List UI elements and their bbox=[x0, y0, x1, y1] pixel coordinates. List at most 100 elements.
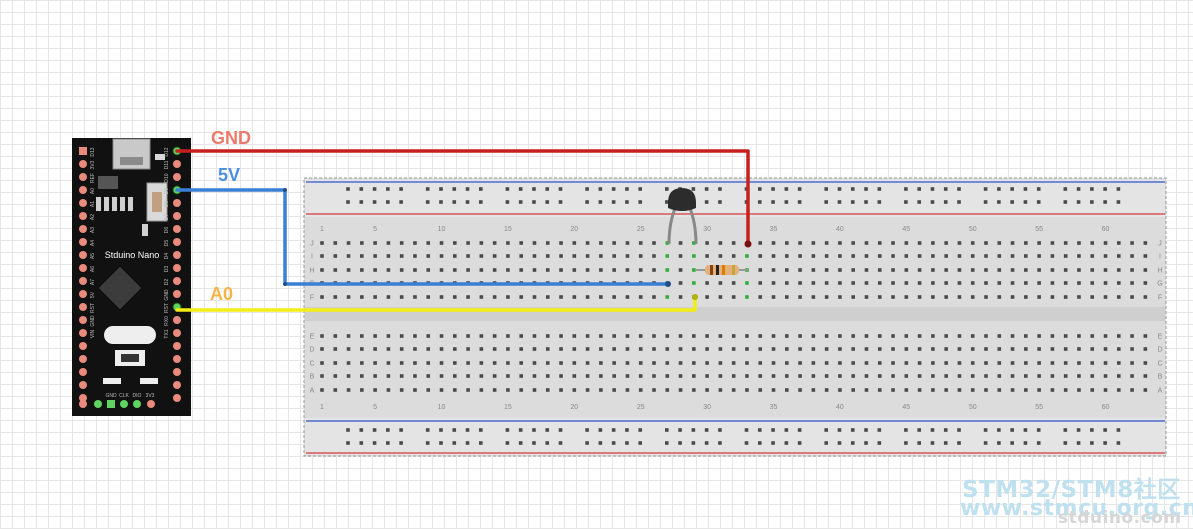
breadboard-hole bbox=[545, 347, 550, 351]
breadboard-hole bbox=[1050, 334, 1055, 338]
rail-hole bbox=[505, 441, 510, 445]
rail-hole bbox=[850, 187, 855, 191]
breadboard-hole bbox=[1024, 241, 1028, 245]
breadboard-hole bbox=[957, 361, 962, 365]
breadboard-hole bbox=[492, 254, 497, 258]
board-pin bbox=[173, 251, 181, 259]
rail-hole bbox=[452, 200, 457, 204]
column-number: 10 bbox=[438, 226, 446, 233]
row-letter: H bbox=[309, 268, 314, 275]
watermark-line2: www.stmcu.org.cn bbox=[960, 496, 1193, 521]
breadboard-hole bbox=[439, 268, 444, 272]
pin-label: D6 bbox=[164, 227, 170, 234]
breadboard-hole bbox=[453, 388, 457, 392]
breadboard-hole bbox=[1010, 374, 1015, 378]
breadboard-hole bbox=[1024, 281, 1028, 285]
pin-label: D2 bbox=[164, 279, 170, 286]
rail-hole bbox=[638, 200, 643, 204]
breadboard-hole bbox=[758, 388, 763, 392]
breadboard-hole bbox=[439, 334, 444, 338]
breadboard-hole bbox=[944, 281, 948, 285]
thermistor-body bbox=[668, 188, 696, 211]
breadboard-hole bbox=[851, 241, 855, 245]
breadboard-hole bbox=[718, 347, 723, 351]
wire-label-gnd: GND bbox=[211, 128, 251, 148]
rail-hole bbox=[757, 200, 762, 204]
breadboard-hole bbox=[731, 281, 736, 285]
breadboard-hole bbox=[944, 295, 948, 299]
breadboard-hole bbox=[479, 268, 484, 272]
breadboard-hole bbox=[1037, 254, 1041, 258]
breadboard-hole bbox=[1077, 374, 1081, 378]
breadboard-hole bbox=[1130, 281, 1134, 285]
breadboard-hole bbox=[585, 268, 590, 272]
rail-hole bbox=[532, 428, 536, 432]
rail-hole bbox=[399, 200, 403, 204]
smd-3 bbox=[112, 197, 117, 211]
breadboard-hole bbox=[333, 347, 338, 351]
breadboard-hole bbox=[320, 254, 324, 258]
reset-button-cap bbox=[152, 192, 162, 212]
breadboard-hole bbox=[479, 388, 484, 392]
breadboard-hole bbox=[466, 388, 470, 392]
breadboard-hole bbox=[957, 295, 962, 299]
breadboard-hole bbox=[665, 334, 670, 338]
breadboard-hole bbox=[320, 295, 324, 299]
breadboard-hole bbox=[798, 268, 802, 272]
breadboard-hole bbox=[824, 388, 829, 392]
breadboard-hole bbox=[957, 388, 962, 392]
breadboard-hole bbox=[745, 374, 749, 378]
breadboard-hole bbox=[891, 254, 895, 258]
breadboard-hole bbox=[678, 268, 683, 272]
breadboard-hole bbox=[638, 254, 643, 258]
resistor bbox=[696, 265, 748, 275]
breadboard-hole bbox=[532, 361, 537, 365]
breadboard-hole bbox=[1130, 295, 1134, 299]
breadboard-hole bbox=[572, 374, 577, 378]
rail-hole bbox=[425, 428, 430, 432]
breadboard-hole bbox=[625, 241, 630, 245]
breadboard-hole bbox=[506, 268, 510, 272]
rail-hole bbox=[678, 428, 682, 432]
breadboard-hole bbox=[785, 334, 789, 338]
breadboard-hole bbox=[1050, 295, 1055, 299]
pin-label: RST bbox=[164, 303, 170, 313]
breadboard-hole bbox=[492, 334, 497, 338]
breadboard-hole bbox=[1117, 268, 1121, 272]
rail-hole bbox=[917, 441, 921, 445]
breadboard-hole bbox=[692, 241, 696, 245]
breadboard-hole bbox=[1077, 254, 1081, 258]
breadboard-hole bbox=[718, 295, 723, 299]
breadboard-hole bbox=[798, 361, 802, 365]
breadboard-hole bbox=[758, 295, 763, 299]
resistor-band-4 bbox=[732, 265, 735, 275]
breadboard-hole bbox=[386, 361, 391, 365]
breadboard-hole bbox=[851, 268, 855, 272]
breadboard-hole bbox=[864, 268, 869, 272]
pin-label: GND bbox=[105, 393, 117, 399]
breadboard-hole bbox=[838, 254, 842, 258]
breadboard-hole bbox=[652, 374, 656, 378]
breadboard-hole bbox=[718, 334, 723, 338]
rail-hole bbox=[718, 200, 722, 204]
breadboard-hole bbox=[585, 334, 590, 338]
breadboard-hole bbox=[346, 374, 351, 378]
breadboard-hole bbox=[678, 361, 683, 365]
breadboard-hole bbox=[638, 361, 643, 365]
breadboard-hole bbox=[864, 361, 869, 365]
breadboard-hole bbox=[532, 347, 537, 351]
breadboard-hole bbox=[970, 374, 975, 378]
rail-hole bbox=[957, 441, 961, 445]
breadboard-hole bbox=[506, 347, 510, 351]
breadboard-hole bbox=[1090, 254, 1095, 258]
breadboard-hole bbox=[625, 254, 630, 258]
rail-hole bbox=[399, 428, 403, 432]
rail-hole bbox=[850, 200, 855, 204]
breadboard-hole bbox=[731, 374, 736, 378]
breadboard-hole bbox=[559, 388, 563, 392]
breadboard-hole bbox=[373, 388, 377, 392]
breadboard-hole bbox=[851, 281, 855, 285]
breadboard-hole bbox=[970, 268, 975, 272]
breadboard-hole bbox=[346, 295, 351, 299]
board-pin bbox=[173, 329, 181, 337]
